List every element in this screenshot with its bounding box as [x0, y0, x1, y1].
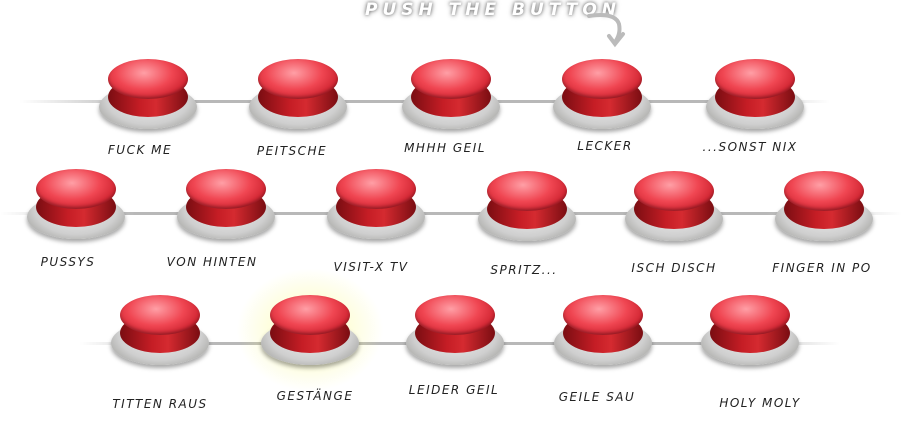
button-cap	[186, 169, 266, 209]
sound-button[interactable]	[111, 293, 209, 367]
sound-button[interactable]	[701, 293, 799, 367]
sound-button[interactable]	[27, 167, 125, 241]
button-label: SPRITZ...	[490, 263, 558, 277]
button-cap	[108, 59, 188, 99]
header-title: PUSH THE BUTTON	[365, 0, 622, 20]
button-cap	[563, 295, 643, 335]
button-cap	[562, 59, 642, 99]
button-cap	[336, 169, 416, 209]
button-label: LECKER	[577, 139, 633, 153]
sound-button[interactable]	[553, 57, 651, 131]
button-cap	[36, 169, 116, 209]
button-cap	[411, 59, 491, 99]
sound-button[interactable]	[177, 167, 275, 241]
sound-button[interactable]	[775, 169, 873, 243]
sound-button[interactable]	[625, 169, 723, 243]
button-label: FUCK ME	[107, 143, 173, 157]
sound-button[interactable]	[327, 167, 425, 241]
button-label: ...SONST NIX	[702, 140, 798, 154]
curved-arrow-icon	[587, 13, 625, 48]
button-cap	[634, 171, 714, 211]
button-cap	[415, 295, 495, 335]
sound-button[interactable]	[402, 57, 500, 131]
button-label: VISIT-X TV	[333, 260, 409, 274]
button-label: PUSSYS	[40, 255, 96, 269]
rail-row-2	[0, 212, 902, 215]
button-label: HOLY MOLY	[719, 396, 801, 410]
button-cap	[487, 171, 567, 211]
sound-button[interactable]	[236, 268, 384, 392]
button-cap	[258, 59, 338, 99]
button-cap	[715, 59, 795, 99]
button-label: FINGER IN PO	[772, 261, 872, 275]
sound-button[interactable]	[406, 293, 504, 367]
button-cap	[710, 295, 790, 335]
button-label: LEIDER GEIL	[408, 383, 500, 397]
button-label: MHHH GEIL	[404, 141, 486, 155]
button-label: GEILE SAU	[558, 390, 636, 404]
sound-button[interactable]	[478, 169, 576, 243]
button-cap	[784, 171, 864, 211]
button-cap	[270, 295, 350, 335]
button-label: GESTÄNGE	[276, 389, 354, 403]
button-label: VON HINTEN	[166, 255, 258, 269]
button-label: PEITSCHE	[256, 144, 328, 158]
sound-button[interactable]	[249, 57, 347, 131]
sound-button[interactable]	[99, 57, 197, 131]
button-label: TITTEN RAUS	[112, 397, 208, 411]
button-label: ISCH DISCH	[631, 261, 717, 275]
button-cap	[120, 295, 200, 335]
sound-button[interactable]	[706, 57, 804, 131]
sound-button[interactable]	[554, 293, 652, 367]
